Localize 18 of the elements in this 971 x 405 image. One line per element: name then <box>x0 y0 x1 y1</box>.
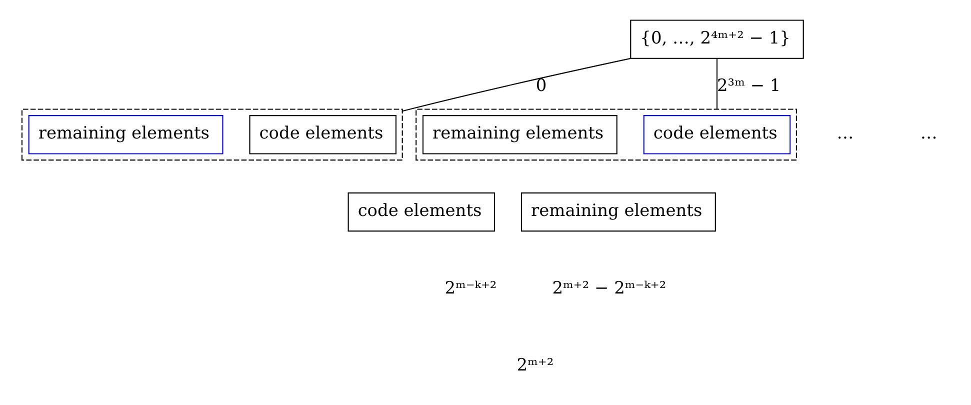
node-box: remaining elements <box>28 114 224 154</box>
label: 2ᵐ⁺² <box>516 354 554 374</box>
cluster <box>21 108 403 160</box>
label: … <box>920 122 938 142</box>
node-box: code elements <box>643 114 791 154</box>
label: 2ᵐ⁺² − 2ᵐ⁻ᵏ⁺² <box>552 276 666 297</box>
edge-label: 0 <box>536 74 547 95</box>
node-box: code elements <box>249 114 396 154</box>
node-box: remaining elements <box>422 114 618 154</box>
cluster <box>416 108 797 160</box>
node-box: remaining elements <box>521 192 716 232</box>
connector <box>716 58 718 109</box>
node-box: {0, …, 2⁴ᵐ⁺² − 1} <box>630 19 804 58</box>
node-box: code elements <box>348 192 496 232</box>
edge-label: 2³ᵐ − 1 <box>717 74 781 95</box>
connector <box>402 57 631 112</box>
label: 2ᵐ⁻ᵏ⁺² <box>444 276 497 297</box>
label: … <box>836 122 854 142</box>
